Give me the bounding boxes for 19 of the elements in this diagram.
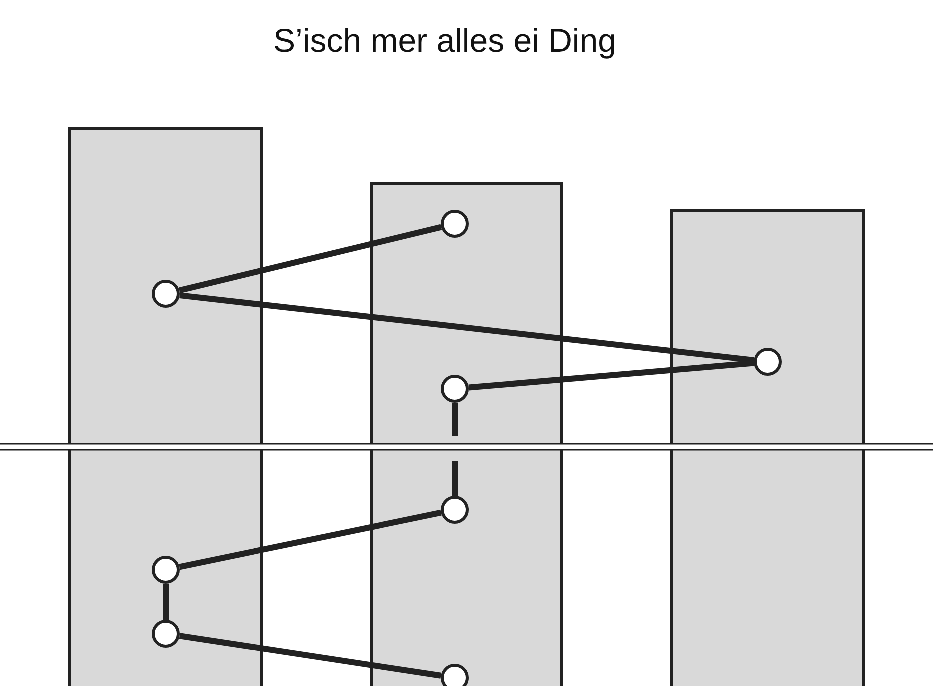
connector-line bbox=[163, 584, 169, 620]
title: S’isch mer alles ei Ding bbox=[272, 22, 618, 60]
node-circle bbox=[152, 620, 180, 648]
node-circle bbox=[441, 375, 469, 403]
node-circle bbox=[152, 280, 180, 308]
column-bar bbox=[670, 209, 865, 686]
node-circle bbox=[152, 556, 180, 584]
connector-line bbox=[452, 403, 458, 496]
connector-line bbox=[179, 510, 442, 570]
connector-line bbox=[179, 633, 442, 679]
node-circle bbox=[441, 664, 469, 686]
column-bar bbox=[370, 182, 563, 686]
connector-line bbox=[468, 360, 754, 391]
node-circle bbox=[441, 210, 469, 238]
column-bar bbox=[68, 127, 263, 686]
connector-line bbox=[180, 292, 754, 364]
node-circle bbox=[754, 348, 782, 376]
node-circle bbox=[441, 496, 469, 524]
connector-line bbox=[178, 224, 442, 294]
